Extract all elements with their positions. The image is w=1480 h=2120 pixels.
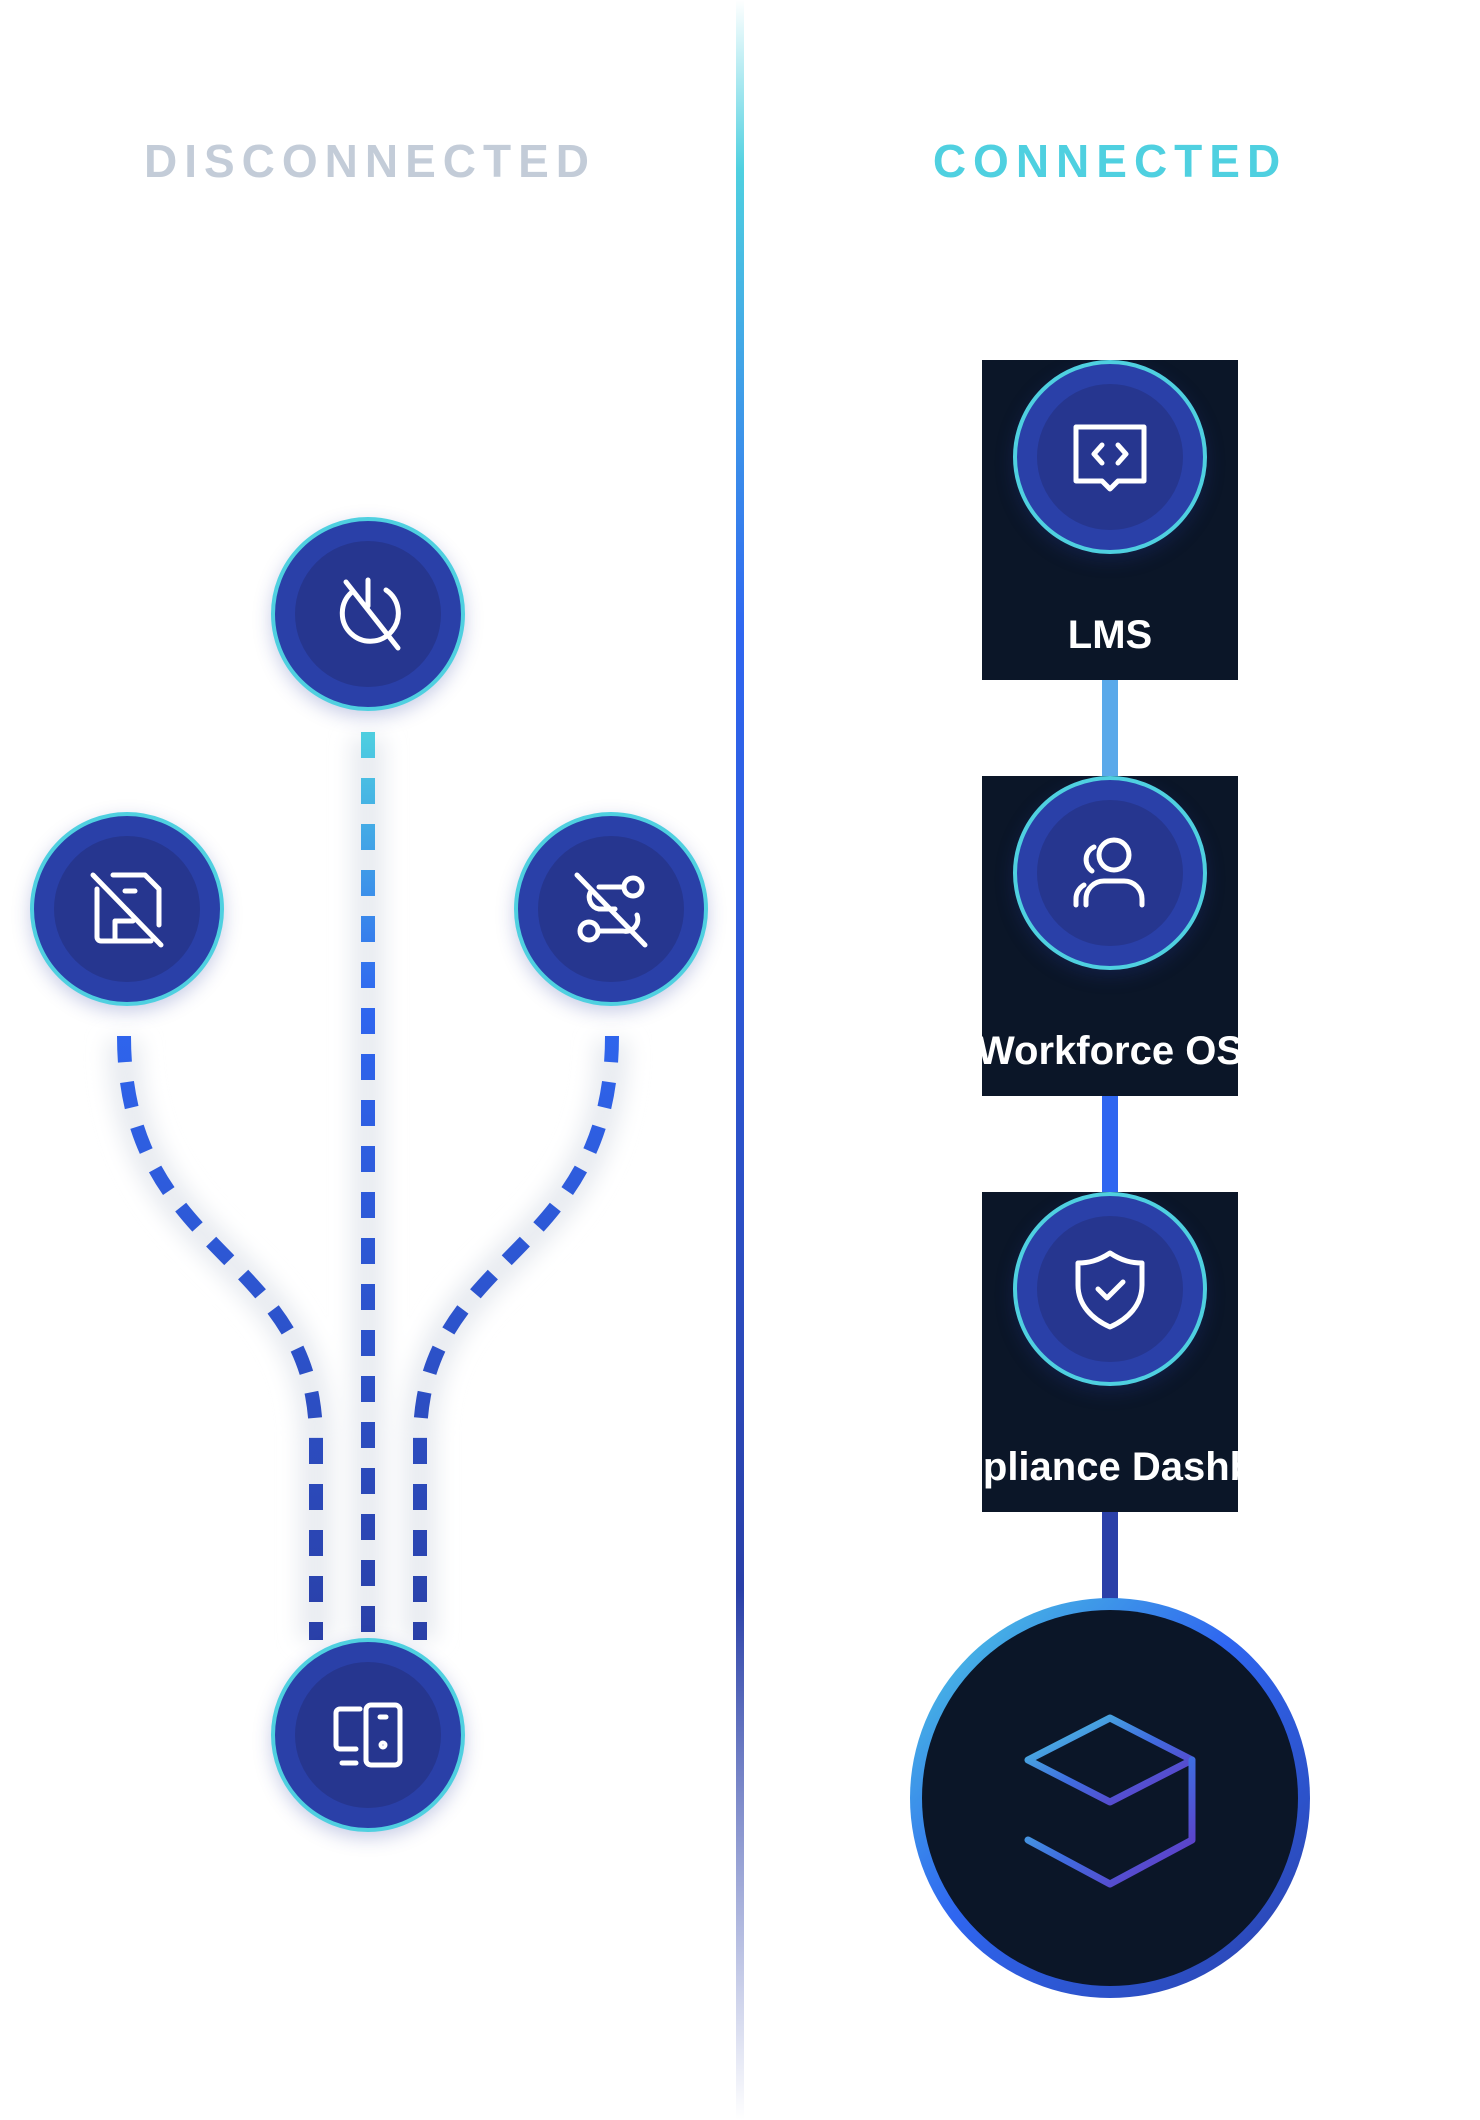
compliance-label: Compliance Dashboards bbox=[982, 1445, 1238, 1489]
workforce-label: Workforce OS bbox=[982, 1029, 1238, 1073]
workforce-node bbox=[1013, 776, 1207, 970]
connector-lms-workforce bbox=[1102, 678, 1118, 778]
plug-off-node bbox=[271, 517, 465, 711]
lms-node bbox=[1013, 360, 1207, 554]
workflow-off-node bbox=[514, 812, 708, 1006]
workflow-off-icon bbox=[574, 872, 648, 948]
shield-check-icon bbox=[1075, 1250, 1145, 1330]
connector-workforce-compliance bbox=[1102, 1094, 1118, 1194]
lms-card: LMS bbox=[982, 360, 1238, 680]
compliance-node bbox=[1013, 1192, 1207, 1386]
devices-node bbox=[271, 1638, 465, 1832]
compliance-card: Compliance Dashboards bbox=[982, 1192, 1238, 1512]
file-off-node bbox=[30, 812, 224, 1006]
plug-off-icon bbox=[339, 577, 401, 651]
core-platform-node bbox=[910, 1598, 1310, 1998]
dashed-links bbox=[107, 732, 629, 1640]
dashed-link-right bbox=[413, 1035, 619, 1640]
workforce-card: Workforce OS bbox=[982, 776, 1238, 1096]
lms-label: LMS bbox=[1067, 613, 1153, 657]
dashed-link-left bbox=[117, 1035, 323, 1640]
disconnected-heading: DISCONNECTED bbox=[143, 135, 597, 187]
devices-icon bbox=[333, 1702, 403, 1768]
connector-compliance-core bbox=[1102, 1510, 1118, 1610]
book-code-icon bbox=[1073, 424, 1147, 492]
center-divider bbox=[736, 0, 744, 2120]
connected-heading: CONNECTED bbox=[932, 135, 1288, 187]
user-icon bbox=[1073, 837, 1145, 908]
file-off-icon bbox=[90, 872, 164, 948]
cube-icon bbox=[1024, 1714, 1196, 1888]
